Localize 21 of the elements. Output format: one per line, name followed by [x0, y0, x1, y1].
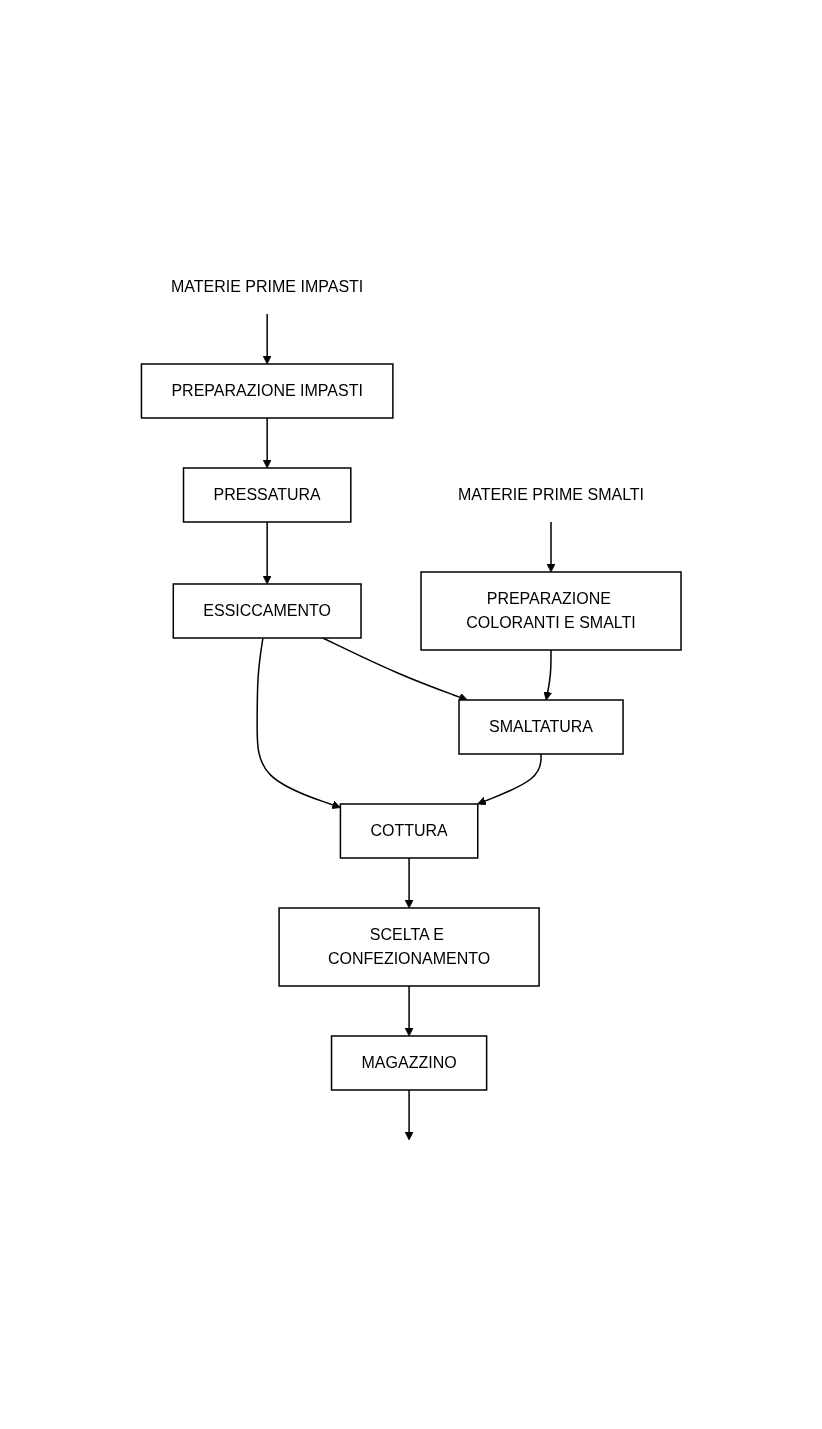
arrow	[543, 648, 553, 700]
node-box	[172, 582, 362, 639]
node-text: MATERIE PRIME SMALTI	[457, 485, 645, 503]
node-box	[458, 698, 624, 755]
node-box	[330, 1034, 488, 1091]
arrow	[262, 312, 272, 364]
node-box	[420, 570, 682, 651]
arrow	[404, 856, 414, 908]
node-box	[140, 362, 394, 419]
node-text: MATERIE PRIME IMPASTI	[170, 277, 364, 295]
arrow	[262, 520, 272, 584]
arrow	[256, 636, 341, 809]
node-box	[182, 466, 352, 523]
node-box	[278, 906, 540, 987]
node-box	[339, 802, 479, 859]
arrow	[262, 416, 272, 468]
arrow	[477, 752, 542, 805]
arrow	[404, 1088, 414, 1140]
arrow	[322, 636, 468, 701]
arrow	[404, 984, 414, 1036]
arrow	[546, 520, 556, 572]
